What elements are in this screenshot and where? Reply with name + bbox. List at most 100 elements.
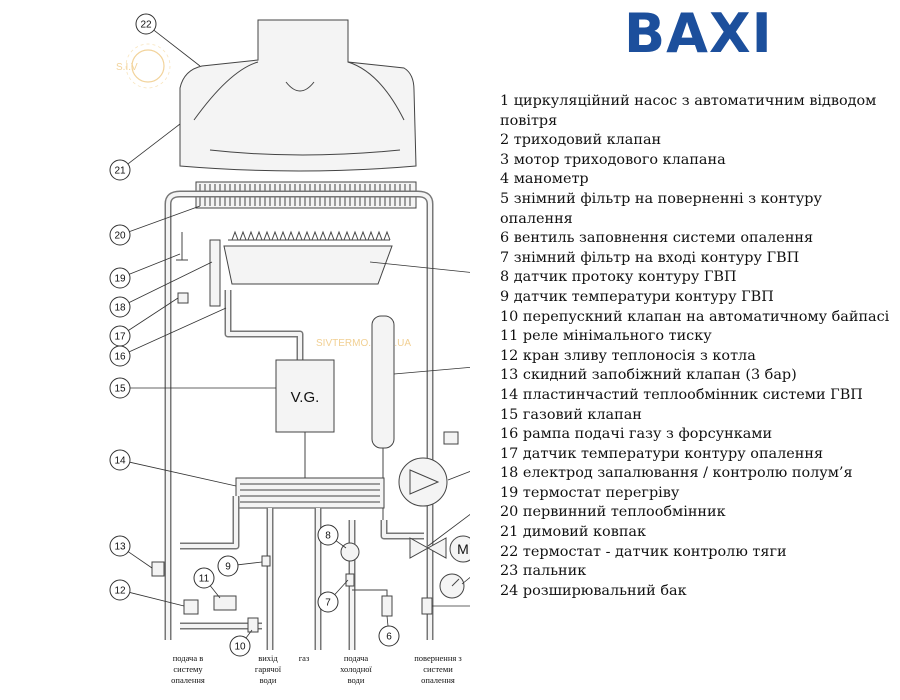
callout-number: 21 — [114, 166, 126, 177]
callout-number: 6 — [386, 632, 392, 643]
callout-number: 11 — [199, 574, 210, 585]
callout-circle — [317, 591, 339, 613]
callout-leader — [386, 615, 389, 627]
legend-number: 17 — [500, 445, 519, 462]
drain-cock — [183, 599, 199, 615]
legend-number: 15 — [500, 406, 519, 423]
legend-text: вентиль заповнення системи опалення — [513, 230, 814, 247]
callout-leader — [128, 297, 179, 331]
circulation-pump — [398, 431, 459, 507]
callout-circle — [109, 159, 131, 181]
callout-number: 10 — [234, 642, 246, 653]
fill-valve — [381, 595, 393, 617]
callout-leader — [461, 576, 470, 585]
min-pressure-switch — [213, 595, 237, 611]
legend-text: електрод запалювання / контролю полум’я — [522, 465, 853, 482]
legend-text: датчик протоку контуру ГВП — [513, 269, 737, 286]
callout-leader — [369, 261, 470, 273]
legend-text: перепускний клапан на автоматичному байп… — [522, 308, 890, 325]
callout-leader — [237, 561, 263, 566]
callout-leader — [129, 253, 181, 275]
callout-number: 22 — [140, 20, 152, 31]
callout-number: 15 — [114, 384, 126, 395]
callout-circle — [109, 535, 131, 557]
plate-heat-exchanger — [235, 477, 385, 509]
callout-number: 9 — [225, 562, 231, 573]
legend-text: кран зливу теплоносія з котла — [522, 347, 756, 364]
callout-number: 16 — [114, 352, 126, 363]
callout-leader — [393, 366, 470, 375]
callout-circle — [229, 635, 251, 657]
legend-number: 23 — [500, 563, 519, 580]
bypass-valve — [247, 617, 259, 633]
callout-circle — [109, 579, 131, 601]
callout-circle — [109, 224, 131, 246]
legend-text: знімний фільтр на вході контуру ГВП — [513, 249, 800, 266]
callout-leader — [447, 471, 470, 481]
legend-text: рампа подачі газу з форсунками — [522, 426, 773, 443]
legend-text: мотор триходового клапана — [513, 151, 726, 168]
dhw-flow-sensor — [340, 542, 360, 562]
safety-valve — [151, 561, 165, 577]
legend-text: пластинчастий теплообмінник системи ГВП — [522, 386, 863, 403]
legend-number: 1 — [500, 93, 510, 109]
heating-temp-sensor — [177, 292, 189, 304]
callout-circle — [109, 267, 131, 289]
legend-number: 2 — [500, 132, 510, 149]
legend-text: реле мінімального тиску — [522, 328, 712, 345]
callout-number: 12 — [114, 586, 126, 597]
gas-valve-label: V.G. — [291, 389, 320, 406]
callout-leader — [153, 29, 201, 67]
legend-number: 20 — [500, 504, 519, 521]
legend-text: циркуляційний насос з автоматичним відво… — [500, 93, 877, 129]
callout-number: 20 — [114, 231, 126, 242]
callout-number: 7 — [325, 598, 331, 609]
callout-leader — [129, 592, 185, 607]
ignition-electrode — [209, 239, 221, 307]
callout-leader — [335, 540, 347, 549]
callout-leader — [209, 585, 221, 599]
callout-circle — [193, 567, 215, 589]
dhw-filter — [345, 573, 355, 587]
return-filter — [421, 597, 433, 615]
callout-circle — [109, 296, 131, 318]
callout-circle — [378, 625, 400, 647]
legend-number: 5 — [500, 190, 510, 207]
brand-logo: BAXI — [624, 2, 773, 65]
valve-motor — [449, 535, 470, 563]
callout-circle — [317, 524, 339, 546]
legend-number: 19 — [500, 484, 519, 501]
legend-text: розширювальний бак — [522, 582, 687, 599]
legend-text: датчик температури контуру ГВП — [513, 288, 774, 305]
legend-number: 18 — [500, 465, 519, 482]
legend-text: скидний запобіжний клапан (3 бар) — [522, 367, 797, 384]
legend-number: 13 — [500, 367, 519, 384]
legend-number: 4 — [500, 171, 510, 188]
callout-circle — [135, 13, 157, 35]
legend-number: 8 — [500, 269, 510, 286]
callout-leader — [128, 261, 213, 303]
overheat-thermostat — [176, 232, 188, 261]
legend-text: пальник — [522, 563, 587, 580]
legend-number: 12 — [500, 347, 519, 364]
callout-leader — [128, 307, 227, 353]
